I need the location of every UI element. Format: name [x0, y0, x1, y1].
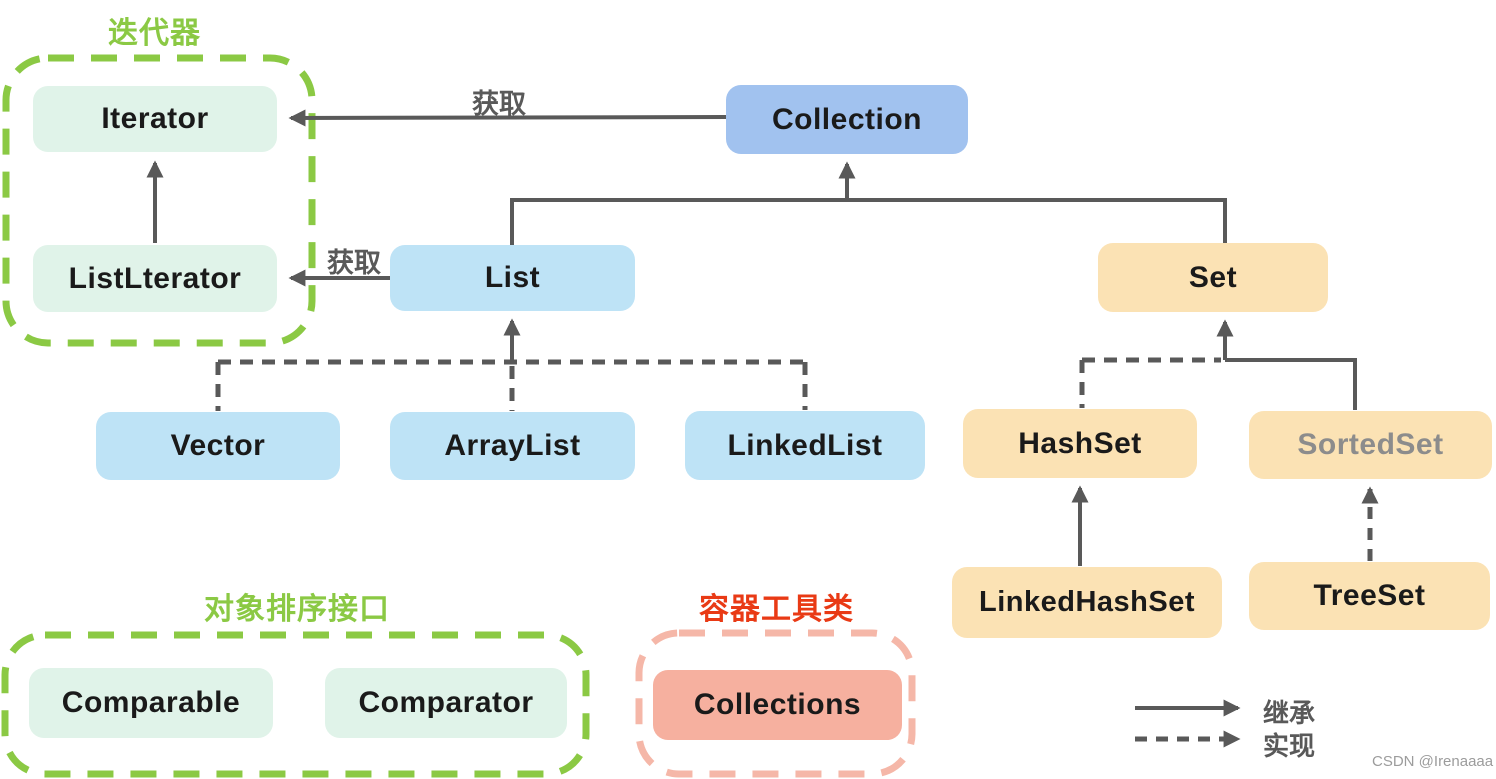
- iterator-group-label: 迭代器: [108, 17, 201, 50]
- sorting-group-label: 对象排序接口: [204, 593, 390, 626]
- node-linkedhashset: LinkedHashSet: [952, 567, 1222, 638]
- node-iterator: Iterator: [33, 86, 277, 152]
- iterator-group-border: [2, 54, 316, 347]
- node-list: List: [390, 245, 635, 311]
- node-treeset: TreeSet: [1249, 562, 1490, 630]
- legend-inherit-label: 继承: [1263, 698, 1316, 728]
- node-sortedset: SortedSet: [1249, 411, 1492, 479]
- edge-sortedset-branch-solid: [1225, 358, 1357, 410]
- edge-collection-to-iterator: [288, 109, 727, 127]
- node-arraylist: ArrayList: [390, 412, 635, 480]
- utility-group-border: [635, 629, 916, 778]
- watermark: CSDN @Irenaaaa: [1372, 753, 1494, 770]
- node-set: Set: [1098, 243, 1328, 312]
- node-vector: Vector: [96, 412, 340, 480]
- node-linkedlist: LinkedList: [685, 411, 925, 480]
- node-collections: Collections: [653, 670, 902, 740]
- node-comparator: Comparator: [325, 668, 567, 738]
- node-collection: Collection: [726, 85, 968, 154]
- legend-implement-label: 实现: [1263, 731, 1316, 761]
- edge-trunk-list-set: [510, 198, 1227, 245]
- edge-label-collection-get: 获取: [472, 89, 526, 119]
- node-comparable: Comparable: [29, 668, 273, 738]
- node-hashset: HashSet: [963, 409, 1197, 478]
- utility-group-label: 容器工具类: [699, 593, 854, 626]
- edge-label-list-get: 获取: [327, 248, 381, 278]
- node-listiterator: ListLterator: [33, 245, 277, 312]
